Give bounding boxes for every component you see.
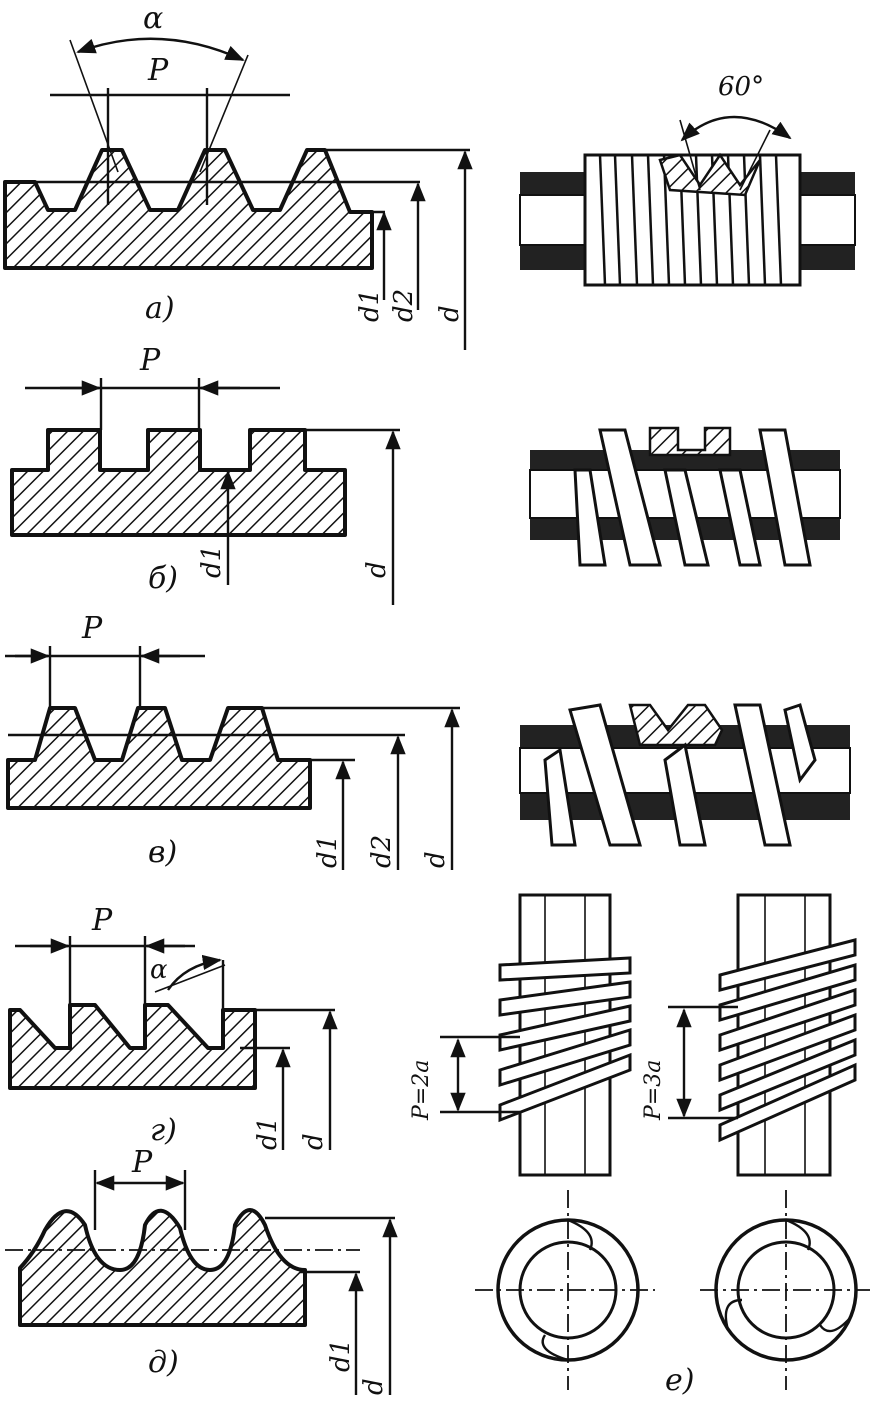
panel-a-profile [3,37,473,350]
panel-a-bolt-view [519,115,856,287]
panel-v-d-label: d [421,851,451,868]
panel-b-profile [10,378,401,605]
panel-v-profile [5,646,460,870]
panel-b-bolt-view [529,426,841,567]
panel-v-label: в) [148,835,177,870]
panel-b-label: б) [148,561,178,596]
panel-g-label: г) [150,1113,177,1148]
panel-e-lead-double-label: P=2a [409,1060,434,1121]
panel-b-d-label: d [362,561,392,578]
panel-d-label: д) [148,1345,179,1380]
panel-b-pitch-label: P [139,343,161,378]
panel-g-pitch-label: P [91,903,113,938]
panel-d-d-label: d [359,1378,389,1395]
panel-a-angle-value: 60° [718,72,764,102]
panel-d-d1-label: d1 [326,1339,356,1372]
panel-a-label: а) [145,291,175,326]
panel-a-alpha-label: α [143,1,163,36]
panel-e-triple-start-end-view [700,1190,870,1390]
panel-d-profile [5,1170,398,1395]
panel-a-d2-label: d2 [389,289,419,322]
panel-e-lead-triple-label: P=3a [641,1060,666,1121]
panel-v-pitch-label: P [81,611,103,646]
panel-a-d1-label: d1 [355,289,385,322]
panel-a-pitch-label: P [147,53,169,88]
panel-g-d1-label: d1 [253,1117,283,1150]
panel-g-d-label: d [299,1133,329,1150]
panel-v-d1-label: d1 [313,835,343,868]
panel-b-d1-label: d1 [197,545,227,578]
panel-e-double-start-view [440,893,632,1177]
panel-d-pitch-label: P [131,1145,153,1180]
panel-v-bolt-view [519,703,851,847]
panel-a-d-label: d [435,305,465,322]
panel-e-triple-start-view [668,893,857,1177]
panel-v-d2-label: d2 [367,835,397,868]
panel-e-double-start-end-view [475,1190,655,1390]
panel-g-profile [8,936,338,1150]
panel-e-label: е) [665,1363,694,1398]
panel-g-alpha-label: α [150,955,168,985]
